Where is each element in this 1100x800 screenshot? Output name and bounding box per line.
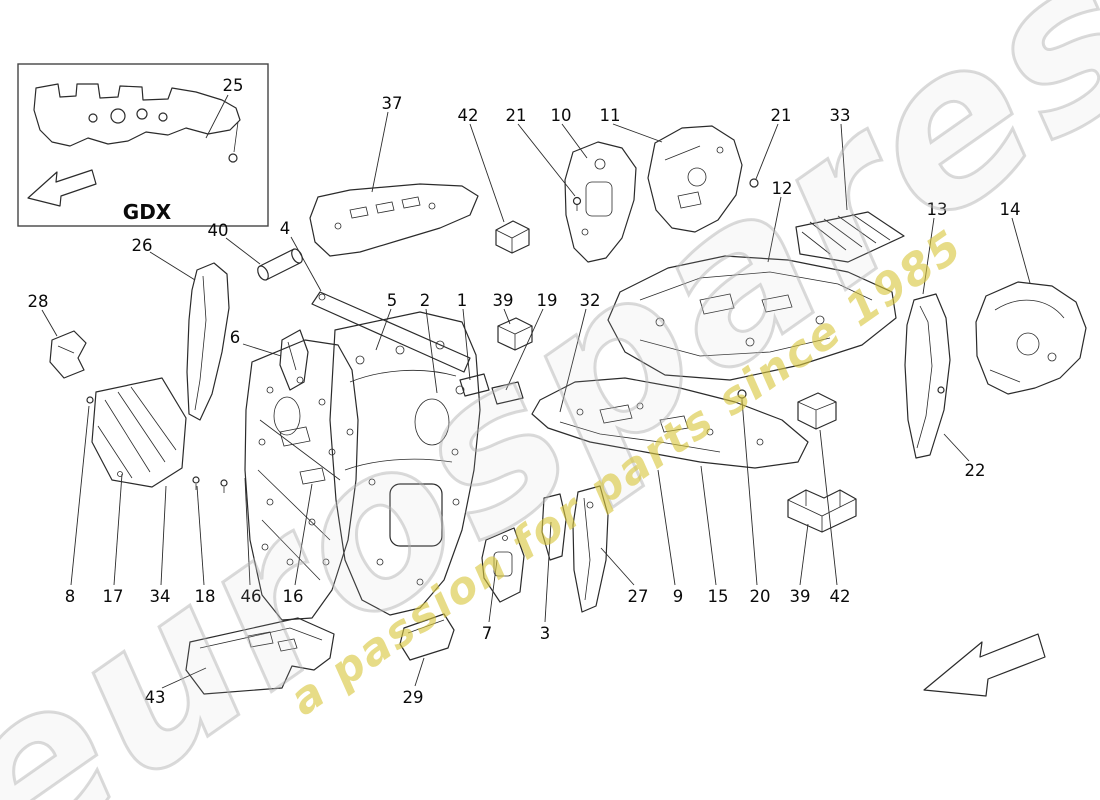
callout-10[interactable]: 10	[551, 106, 572, 125]
part-13-strip	[904, 293, 951, 459]
part-11-panel	[647, 125, 743, 233]
part-8-fastener	[86, 396, 94, 404]
part-40-tube	[257, 248, 303, 281]
inset-border	[17, 63, 269, 227]
callout-17[interactable]: 17	[103, 587, 124, 606]
part-32-tunnel-panel	[531, 377, 809, 469]
part-46-fastener	[220, 479, 228, 493]
part-25-hole	[158, 112, 168, 122]
part-2-rear-panel	[329, 311, 481, 616]
callout-19[interactable]: 19	[537, 291, 558, 310]
direction-arrow-icon	[923, 633, 1046, 697]
part-21-fastener-left	[572, 196, 582, 211]
part-25-fastener	[228, 153, 238, 163]
part-42-right-pad	[797, 392, 837, 430]
callout-26[interactable]: 26	[132, 236, 153, 255]
callout-21-a[interactable]: 21	[506, 106, 527, 125]
part-42-top-pad	[495, 220, 530, 254]
callout-1[interactable]: 1	[457, 291, 468, 310]
part-1-pad	[459, 373, 490, 397]
callout-2[interactable]: 2	[420, 291, 431, 310]
part-3-strip	[541, 493, 567, 561]
callout-3[interactable]: 3	[540, 624, 551, 643]
part-37-panel	[309, 183, 479, 257]
part-10-panel	[564, 141, 637, 263]
callout-43[interactable]: 43	[145, 688, 166, 707]
part-17-panel	[86, 377, 187, 488]
callout-46[interactable]: 46	[241, 587, 262, 606]
callout-labels: 25 37 42 21 10 11 21 33 12 13 14 26 40 4…	[28, 76, 1021, 707]
part-19-pad	[491, 381, 524, 405]
callout-22[interactable]: 22	[965, 461, 986, 480]
callout-29[interactable]: 29	[403, 688, 424, 707]
callout-40[interactable]: 40	[208, 221, 229, 240]
callout-32[interactable]: 32	[580, 291, 601, 310]
callout-39-a[interactable]: 39	[493, 291, 514, 310]
part-14-wheelarch-panel	[975, 281, 1087, 395]
callout-6[interactable]: 6	[230, 328, 241, 347]
callout-5[interactable]: 5	[387, 291, 398, 310]
callout-42-a[interactable]: 42	[458, 106, 479, 125]
part-4-strip	[311, 291, 471, 373]
part-43-mat	[185, 617, 335, 695]
callout-21-b[interactable]: 21	[771, 106, 792, 125]
callout-27[interactable]: 27	[628, 587, 649, 606]
part-25-hole	[136, 108, 148, 120]
callout-4[interactable]: 4	[280, 219, 291, 238]
callout-7[interactable]: 7	[482, 624, 493, 643]
part-16-front-panel	[244, 339, 359, 621]
callout-8[interactable]: 8	[65, 587, 76, 606]
part-25-tail	[233, 121, 239, 153]
callout-33[interactable]: 33	[830, 106, 851, 125]
part-7-bracket	[481, 527, 525, 603]
callout-37[interactable]: 37	[382, 94, 403, 113]
part-22-fastener	[937, 386, 945, 394]
part-6-bracket	[279, 329, 309, 391]
part-21-fastener-right	[749, 178, 759, 188]
part-18-fastener	[192, 476, 200, 490]
callout-42-b[interactable]: 42	[830, 587, 851, 606]
part-28-bracket	[49, 330, 87, 379]
callout-18[interactable]: 18	[195, 587, 216, 606]
part-12-floor-panel	[607, 255, 897, 381]
part-39-right-pad	[787, 489, 857, 533]
part-26-strip	[186, 262, 230, 421]
callout-39-b[interactable]: 39	[790, 587, 811, 606]
gdx-label: GDX	[123, 200, 172, 224]
callout-14[interactable]: 14	[1000, 200, 1021, 219]
part-25-shape	[33, 83, 241, 147]
callout-34[interactable]: 34	[150, 587, 171, 606]
part-25-hole	[88, 113, 98, 123]
part-25-hole	[110, 108, 126, 124]
part-29-pad	[399, 613, 455, 661]
callout-13[interactable]: 13	[927, 200, 948, 219]
callout-20[interactable]: 20	[750, 587, 771, 606]
inset-box	[17, 63, 269, 227]
callout-11[interactable]: 11	[600, 106, 621, 125]
callout-15[interactable]: 15	[708, 587, 729, 606]
callout-9[interactable]: 9	[673, 587, 684, 606]
callout-28[interactable]: 28	[28, 292, 49, 311]
leader-lines	[41, 94, 1031, 689]
callout-25[interactable]: 25	[223, 76, 244, 95]
part-27-strip	[572, 485, 609, 613]
part-33-panel	[795, 211, 905, 263]
gdx-arrow-icon	[27, 169, 97, 207]
part-39-top-pad	[497, 317, 533, 351]
callout-12[interactable]: 12	[772, 179, 793, 198]
callout-16[interactable]: 16	[283, 587, 304, 606]
